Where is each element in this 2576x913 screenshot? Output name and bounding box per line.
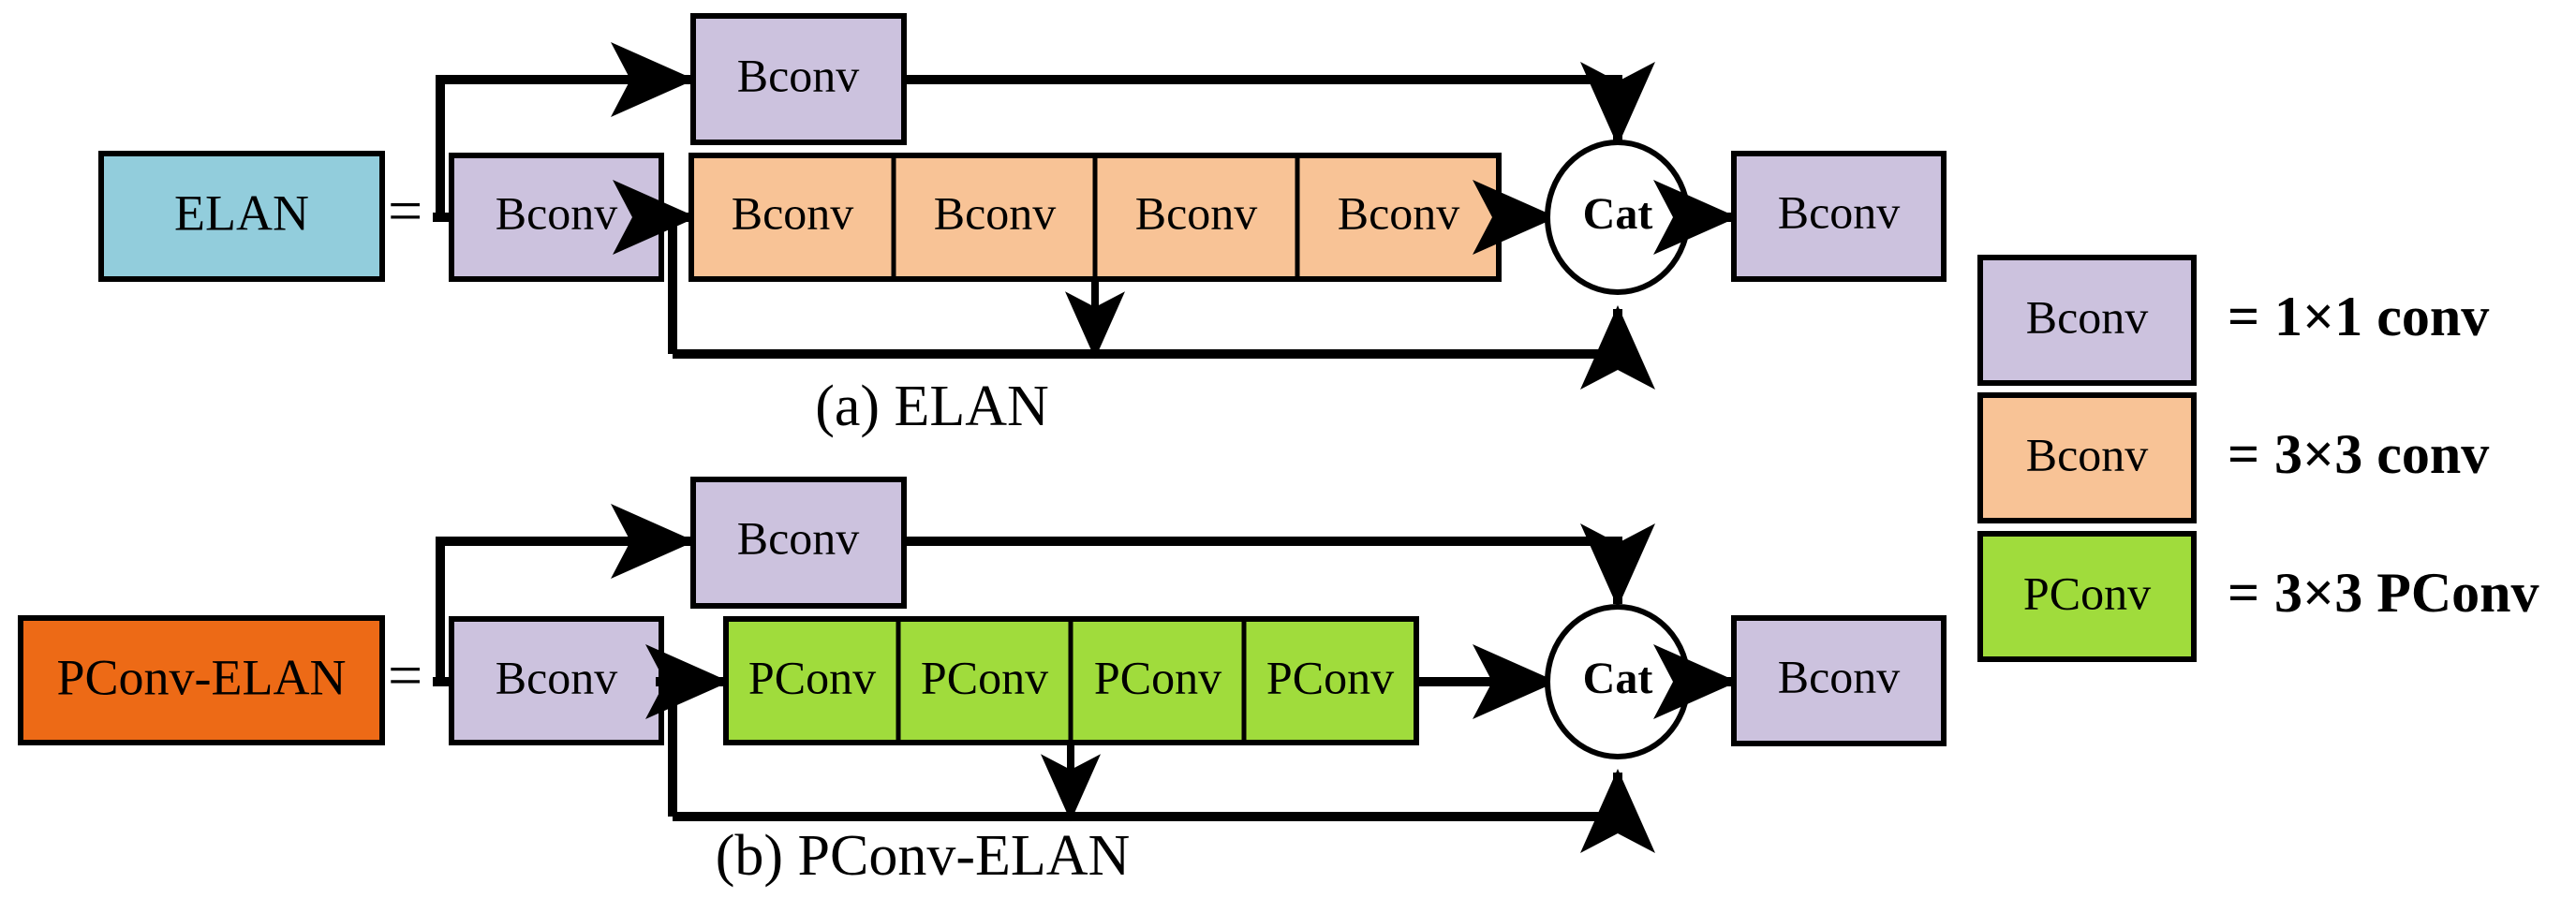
legend-swatch-label-pconv-3x3: PConv [2023,567,2151,619]
legend-equals-2: = [2228,423,2259,485]
panel-b-equals-sign: = [388,641,422,710]
panel-a-chain-cell-label-2: Bconv [934,186,1057,239]
panel-b-source-block[interactable] [18,615,385,745]
panel-b-skip-bconv[interactable] [690,477,907,609]
panel-b-source-block-label: PConv-ELAN [57,649,347,705]
panel-b-stem-bconv[interactable] [449,616,664,745]
panel-a-source-block-label: ELAN [174,184,309,241]
panel-a-caption: (a) ELAN [815,375,1049,438]
legend-equals-3: = [2228,562,2259,624]
panel-b-out-bconv[interactable] [1731,615,1947,746]
panel-b-concat-label: Cat [1583,654,1653,703]
panel-a: ELAN = Bconv Bconv Bco [98,13,1947,438]
legend: Bconv = 1×1 conv Bconv = 3×3 conv PConv … [1977,255,2539,662]
panel-b: PConv-ELAN = Bconv Bconv [18,477,1947,888]
panel-a-return-rail-wire [673,309,1622,359]
panel-b-skip-to-cat-wire [904,537,1622,592]
panel-a-skip-to-cat-wire [904,75,1622,131]
panel-a-source-block[interactable] [98,151,385,282]
panel-b-chain-cell-label-3: PConv [1094,651,1221,703]
panel-a-out-bconv-label: Bconv [1778,185,1901,238]
legend-swatch-bconv-3x3[interactable] [1977,392,2197,523]
panel-a-chain-cell-label-3: Bconv [1135,186,1258,239]
panel-a-out-bconv[interactable] [1731,151,1947,282]
panel-b-skip-bconv-label: Bconv [737,511,860,564]
legend-swatch-bconv-1x1[interactable] [1977,255,2197,386]
legend-description-2: 3×3 conv [2274,423,2489,485]
panel-b-chain-cell-label-2: PConv [921,651,1048,703]
panel-b-return-rail-wire [673,773,1622,821]
legend-swatch-label-bconv-1x1: Bconv [2026,290,2149,343]
legend-description-1: 1×1 conv [2274,286,2489,347]
panel-a-concat-label: Cat [1583,189,1653,239]
panel-b-stem-bconv-label: Bconv [496,651,618,703]
panel-a-chain-cell-label-1: Bconv [732,186,854,239]
legend-equals-1: = [2228,286,2259,347]
legend-description-3: 3×3 PConv [2274,562,2539,624]
panel-a-chain-cell-label-4: Bconv [1338,186,1460,239]
panel-a-skip-bconv-label: Bconv [737,49,860,101]
panel-b-caption: (b) PConv-ELAN [716,824,1131,888]
legend-swatch-pconv-3x3[interactable] [1977,531,2197,662]
panel-b-chain-cell-label-1: PConv [748,651,876,703]
panel-a-stem-bconv-label: Bconv [496,186,618,239]
panel-a-skip-bconv[interactable] [690,13,907,145]
panel-b-chain-cell-label-4: PConv [1266,651,1394,703]
legend-swatch-label-bconv-3x3: Bconv [2026,428,2149,480]
panel-a-equals-sign: = [388,177,422,245]
panel-b-out-bconv-label: Bconv [1778,650,1901,702]
